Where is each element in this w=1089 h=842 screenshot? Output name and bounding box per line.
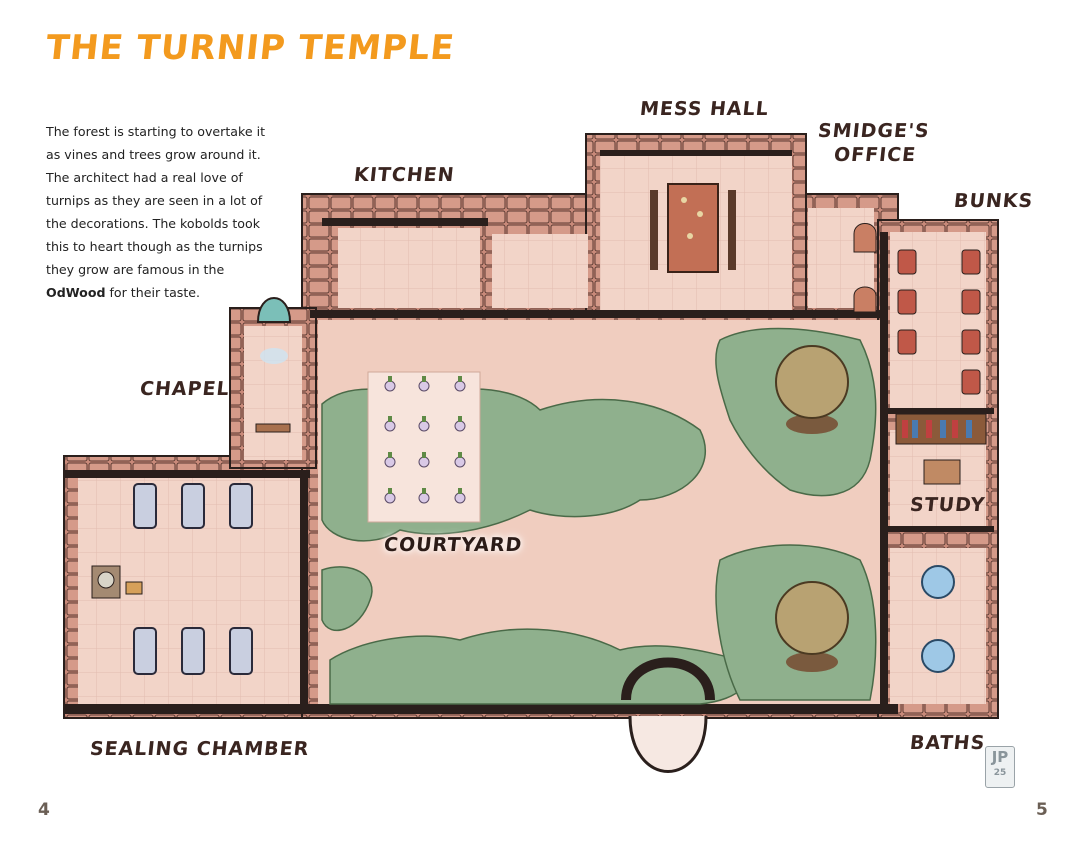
south-gate [621,657,715,773]
chapel-floor [244,326,302,460]
label-sealing-chamber: SEALING CHAMBER [88,738,311,760]
page-title: THE TURNIP TEMPLE [43,28,457,68]
bunk-beds [897,249,981,395]
intro-paragraph: The forest is starting to overtake it as… [46,120,268,304]
intro-text-after: for their taste. [105,285,201,300]
label-smidges-office-line2: OFFICE [832,144,918,166]
label-smidges-office-line1: SMIDGE'S [816,120,931,142]
intro-text-bold: OdWood [46,285,106,300]
study-bookshelf [895,413,987,485]
label-kitchen: KITCHEN [352,164,456,186]
page-number-right: 5 [1036,800,1048,820]
label-courtyard: COURTYARD [382,534,524,556]
chapel-window [255,297,292,433]
turnip-garden [367,371,481,523]
doors [853,223,877,313]
corridor-floor [492,234,588,308]
intro-text-before: The forest is starting to overtake it as… [46,124,266,277]
label-study: STUDY [908,494,987,516]
label-chapel: CHAPEL [138,378,231,400]
sealing-chamber-altar [91,565,143,599]
inner-walls [64,150,994,714]
sealing-chamber-pillars [133,483,253,675]
signature-initials: JP [991,748,1009,766]
label-baths: BATHS [908,732,987,754]
artist-signature: JP 25 [985,746,1015,788]
page-number-left: 4 [38,800,50,820]
courtyard-trees [775,345,849,672]
mess-hall-table [650,183,736,273]
label-mess-hall: MESS HALL [638,98,770,120]
label-bunks: BUNKS [952,190,1035,212]
bath-pools [921,565,955,673]
kitchen-floor [338,228,480,308]
signature-year: 25 [993,768,1007,778]
